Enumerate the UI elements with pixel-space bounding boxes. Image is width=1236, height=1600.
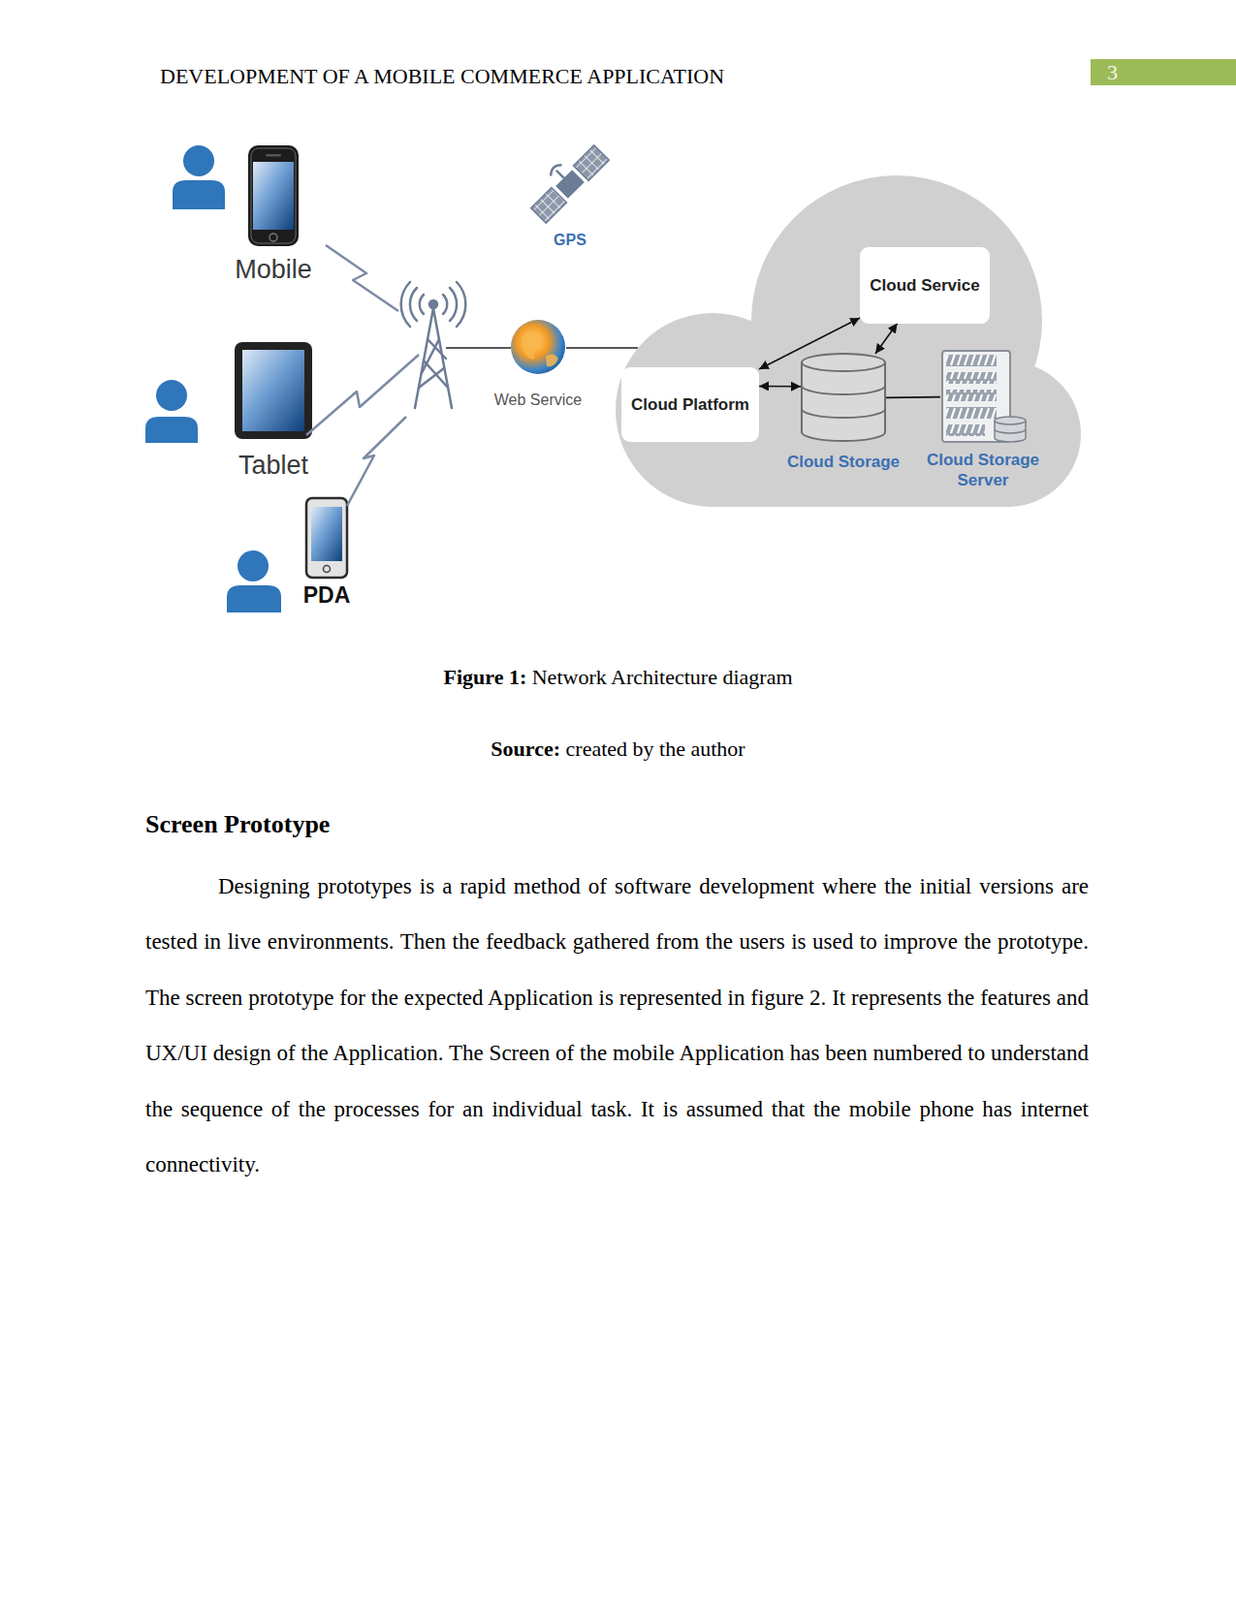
source-line: Source:created by the author <box>0 736 1236 762</box>
node-label: Cloud Platform <box>631 394 750 415</box>
node-label: Web Service <box>494 390 582 410</box>
globe-icon <box>510 319 566 375</box>
tablet-icon <box>234 342 313 440</box>
caption-lead: Figure 1: <box>443 665 527 690</box>
figure-caption: Figure 1:Network Architecture diagram <box>0 665 1236 691</box>
device-node: Mobile <box>234 145 313 286</box>
satellite-icon <box>522 136 610 224</box>
caption-lead: Source: <box>490 736 561 761</box>
network-lines <box>445 347 638 349</box>
server-node: Cloud Storage Server <box>919 348 1046 491</box>
device-node: PDA <box>303 498 351 609</box>
caption-text: Network Architecture diagram <box>532 665 793 690</box>
server-rack <box>942 350 1026 443</box>
storage-node: Cloud Storage <box>787 353 900 473</box>
body-paragraph: Designing prototypes is a rapid method o… <box>145 858 1089 1193</box>
node-label: GPS <box>553 230 587 250</box>
gps-node: GPS <box>529 145 611 250</box>
connector <box>759 385 801 388</box>
icon-spot <box>940 348 1026 444</box>
wireless-bolts <box>306 245 419 507</box>
icon-spot <box>248 145 299 247</box>
page-number: 3 <box>1107 60 1118 86</box>
node-label: Mobile <box>234 254 313 286</box>
connector <box>875 323 898 355</box>
connector <box>759 317 860 370</box>
node-label: Cloud Storage <box>787 451 900 473</box>
icon-spot <box>234 342 313 440</box>
page-number-bar <box>1090 59 1236 86</box>
phone-icon <box>248 145 299 247</box>
cloud-box: Cloud Service <box>859 247 990 324</box>
node-label: Cloud Storage Server <box>919 449 1046 491</box>
icon-spot <box>509 318 567 376</box>
pda-icon <box>306 498 348 578</box>
cloud-shape <box>615 175 1081 508</box>
icon-spot <box>306 498 348 578</box>
icon-spot <box>800 353 887 444</box>
cloud-box: Cloud Platform <box>621 367 760 443</box>
web-service-node: Web Service <box>494 318 582 410</box>
caption-text: created by the author <box>566 736 746 761</box>
running-header: DEVELOPMENT OF A MOBILE COMMERCE APPLICA… <box>159 63 725 90</box>
antenna-tower <box>401 282 467 409</box>
section-heading: Screen Prototype <box>145 810 330 840</box>
icon-spot <box>529 145 611 223</box>
device-node: Tablet <box>234 342 313 481</box>
node-label: Cloud Service <box>869 275 980 296</box>
node-label: PDA <box>303 582 351 609</box>
storage-cylinder <box>801 353 886 442</box>
connector <box>886 396 941 399</box>
node-label: Tablet <box>238 450 309 481</box>
